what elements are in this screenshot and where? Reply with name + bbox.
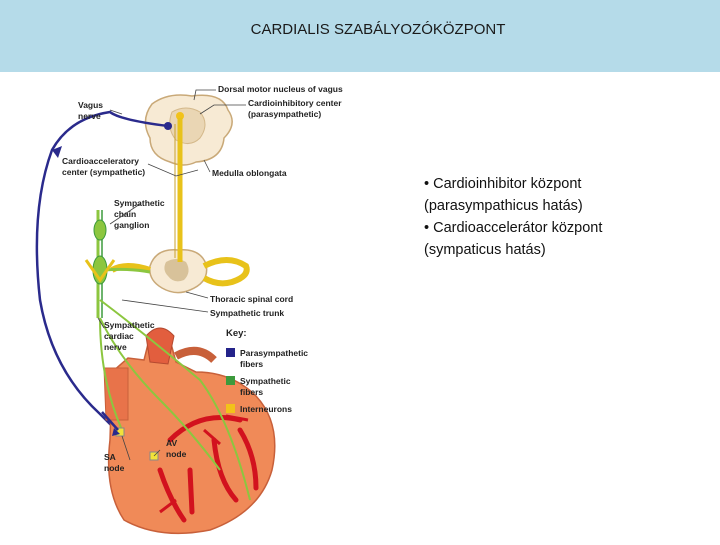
label-vagus-sub: nerve xyxy=(78,111,101,121)
label-cardioaccel: Cardioacceleratory xyxy=(62,156,139,166)
legend-label-sympathetic-2: fibers xyxy=(240,387,263,397)
label-cardioaccel-sub: center (sympathetic) xyxy=(62,167,145,177)
legend-label-interneurons: Interneurons xyxy=(240,404,292,414)
label-sym-chain-2: chain xyxy=(114,209,136,219)
label-cardioinhibitory: Cardioinhibitory center xyxy=(248,98,342,108)
label-cardioinhibitory-sub: (parasympathetic) xyxy=(248,109,321,119)
legend-swatch-interneurons xyxy=(226,404,235,413)
label-medulla: Medulla oblongata xyxy=(212,168,287,178)
legend-label-sympathetic: Sympathetic xyxy=(240,376,291,386)
legend-swatch-parasympathetic xyxy=(226,348,235,357)
bullet-cardioinhibitor-note: (parasympathicus hatás) xyxy=(424,195,714,217)
header-bar: CARDIALIS SZABÁLYOZÓKÖZPONT xyxy=(0,0,720,72)
label-sa-node-2: node xyxy=(104,463,125,473)
cardiac-center-diagram: Dorsal motor nucleus of vagus Cardioinhi… xyxy=(0,72,440,540)
label-dorsal-motor: Dorsal motor nucleus of vagus xyxy=(218,84,343,94)
bullet-cardioaccelerator-note: (sympaticus hatás) xyxy=(424,239,714,261)
bullet-cardioinhibitor: • Cardioinhibitor központ xyxy=(424,173,714,195)
label-thoracic: Thoracic spinal cord xyxy=(210,294,293,304)
bullet-list: • Cardioinhibitor központ (parasympathic… xyxy=(424,173,714,261)
bullet-cardioaccelerator: • Cardioaccelerátor központ xyxy=(424,217,714,239)
legend-label-parasympathetic: Parasympathetic xyxy=(240,348,308,358)
label-sym-trunk: Sympathetic trunk xyxy=(210,308,284,318)
page-title: CARDIALIS SZABÁLYOZÓKÖZPONT xyxy=(0,21,720,38)
label-sym-cardiac-3: nerve xyxy=(104,342,127,352)
medulla-section xyxy=(145,95,232,165)
label-sym-chain-3: ganglion xyxy=(114,220,149,230)
diagram-svg: Dorsal motor nucleus of vagus Cardioinhi… xyxy=(0,72,440,540)
label-vagus: Vagus xyxy=(78,100,103,110)
label-sa-node: SA xyxy=(104,452,116,462)
label-sym-cardiac: Sympathetic xyxy=(104,320,155,330)
legend-label-parasympathetic-2: fibers xyxy=(240,359,263,369)
label-av-node: AV xyxy=(166,438,178,448)
label-av-node-2: node xyxy=(166,449,187,459)
legend-swatch-sympathetic xyxy=(226,376,235,385)
label-sym-cardiac-2: cardiac xyxy=(104,331,134,341)
legend-title: Key: xyxy=(226,328,247,339)
label-sym-chain: Sympathetic xyxy=(114,198,165,208)
